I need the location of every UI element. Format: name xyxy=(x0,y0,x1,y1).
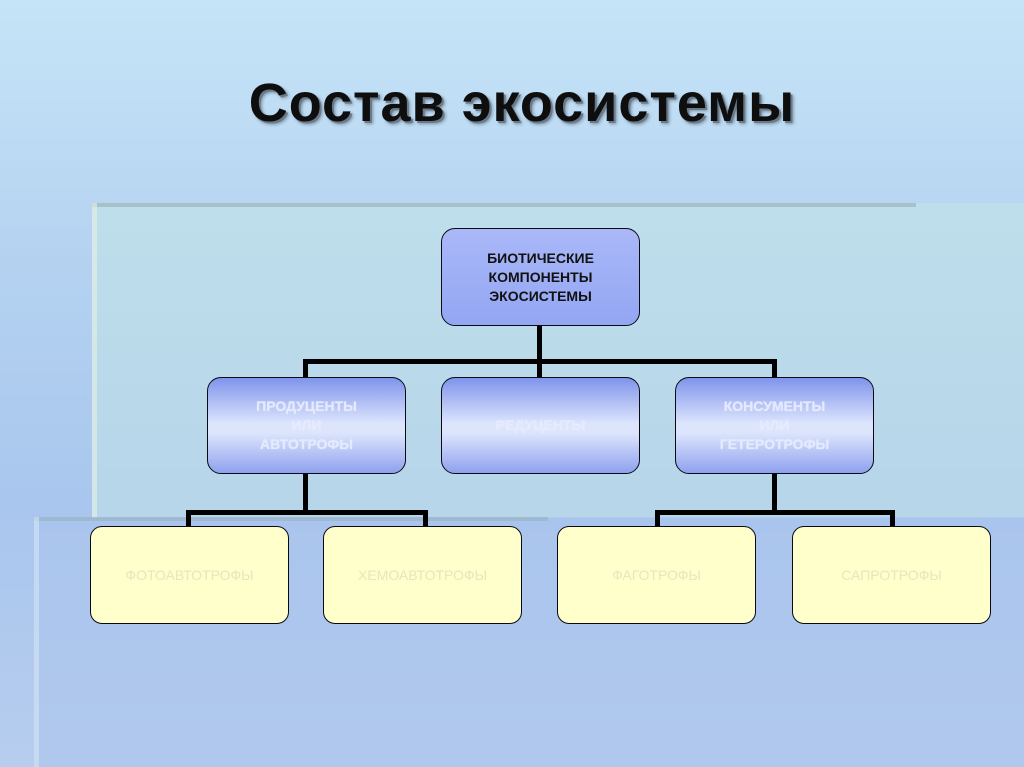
connector-to-producers xyxy=(303,359,308,378)
connector-producers-bar xyxy=(186,510,428,515)
connector-to-chemo xyxy=(423,510,428,527)
slide-title: Состав экосистемы xyxy=(248,73,796,133)
connector-producers-down xyxy=(303,473,308,513)
connector-consumers-down xyxy=(772,473,777,513)
connector-consumers-bar xyxy=(655,510,895,515)
connector-to-sapro xyxy=(890,510,895,527)
leaf-node-chemoautotrophs: ХЕМОАВТОТРОФЫ xyxy=(323,526,522,624)
group-node-consumers-label: КОНСУМЕНТЫ ИЛИ ГЕТЕРОТРОФЫ xyxy=(719,398,830,452)
leaf-node-phagotrophs-label: ФАГОТРОФЫ xyxy=(612,566,701,583)
leaf-node-photoautotrophs: ФОТОАВТОТРОФЫ xyxy=(90,526,289,624)
connector-root-down xyxy=(537,325,542,362)
leaf-node-saprotrophs-label: САПРОТРОФЫ xyxy=(841,566,942,583)
group-node-consumers: КОНСУМЕНТЫ ИЛИ ГЕТЕРОТРОФЫ xyxy=(675,377,874,474)
root-node-biotic-components: БИОТИЧЕСКИЕ КОМПОНЕНТЫ ЭКОСИСТЕМЫ xyxy=(441,228,640,326)
root-node-label: БИОТИЧЕСКИЕ КОМПОНЕНТЫ ЭКОСИСТЕМЫ xyxy=(487,249,594,304)
connector-to-reducers xyxy=(537,359,542,378)
connector-to-photo xyxy=(186,510,191,527)
leaf-node-phagotrophs: ФАГОТРОФЫ xyxy=(557,526,756,624)
leaf-node-chemoautotrophs-label: ХЕМОАВТОТРОФЫ xyxy=(358,566,487,583)
background-panel-bottom-edge xyxy=(34,517,548,521)
background-panel-top-left-edge xyxy=(92,203,97,518)
leaf-node-saprotrophs: САПРОТРОФЫ xyxy=(792,526,991,624)
group-node-producers-label: ПРОДУЦЕНТЫ ИЛИ АВТОТРОФЫ xyxy=(256,398,357,452)
connector-to-phago xyxy=(655,510,660,527)
group-node-reducers: РЕДУЦЕНТЫ xyxy=(441,377,640,474)
group-node-reducers-label: РЕДУЦЕНТЫ xyxy=(495,417,586,433)
background-panel-top-edge xyxy=(92,203,916,207)
connector-to-consumers xyxy=(772,359,777,378)
group-node-producers: ПРОДУЦЕНТЫ ИЛИ АВТОТРОФЫ xyxy=(207,377,406,474)
leaf-node-photoautotrophs-label: ФОТОАВТОТРОФЫ xyxy=(125,566,254,583)
background-panel-bottom-left-edge xyxy=(34,517,39,767)
